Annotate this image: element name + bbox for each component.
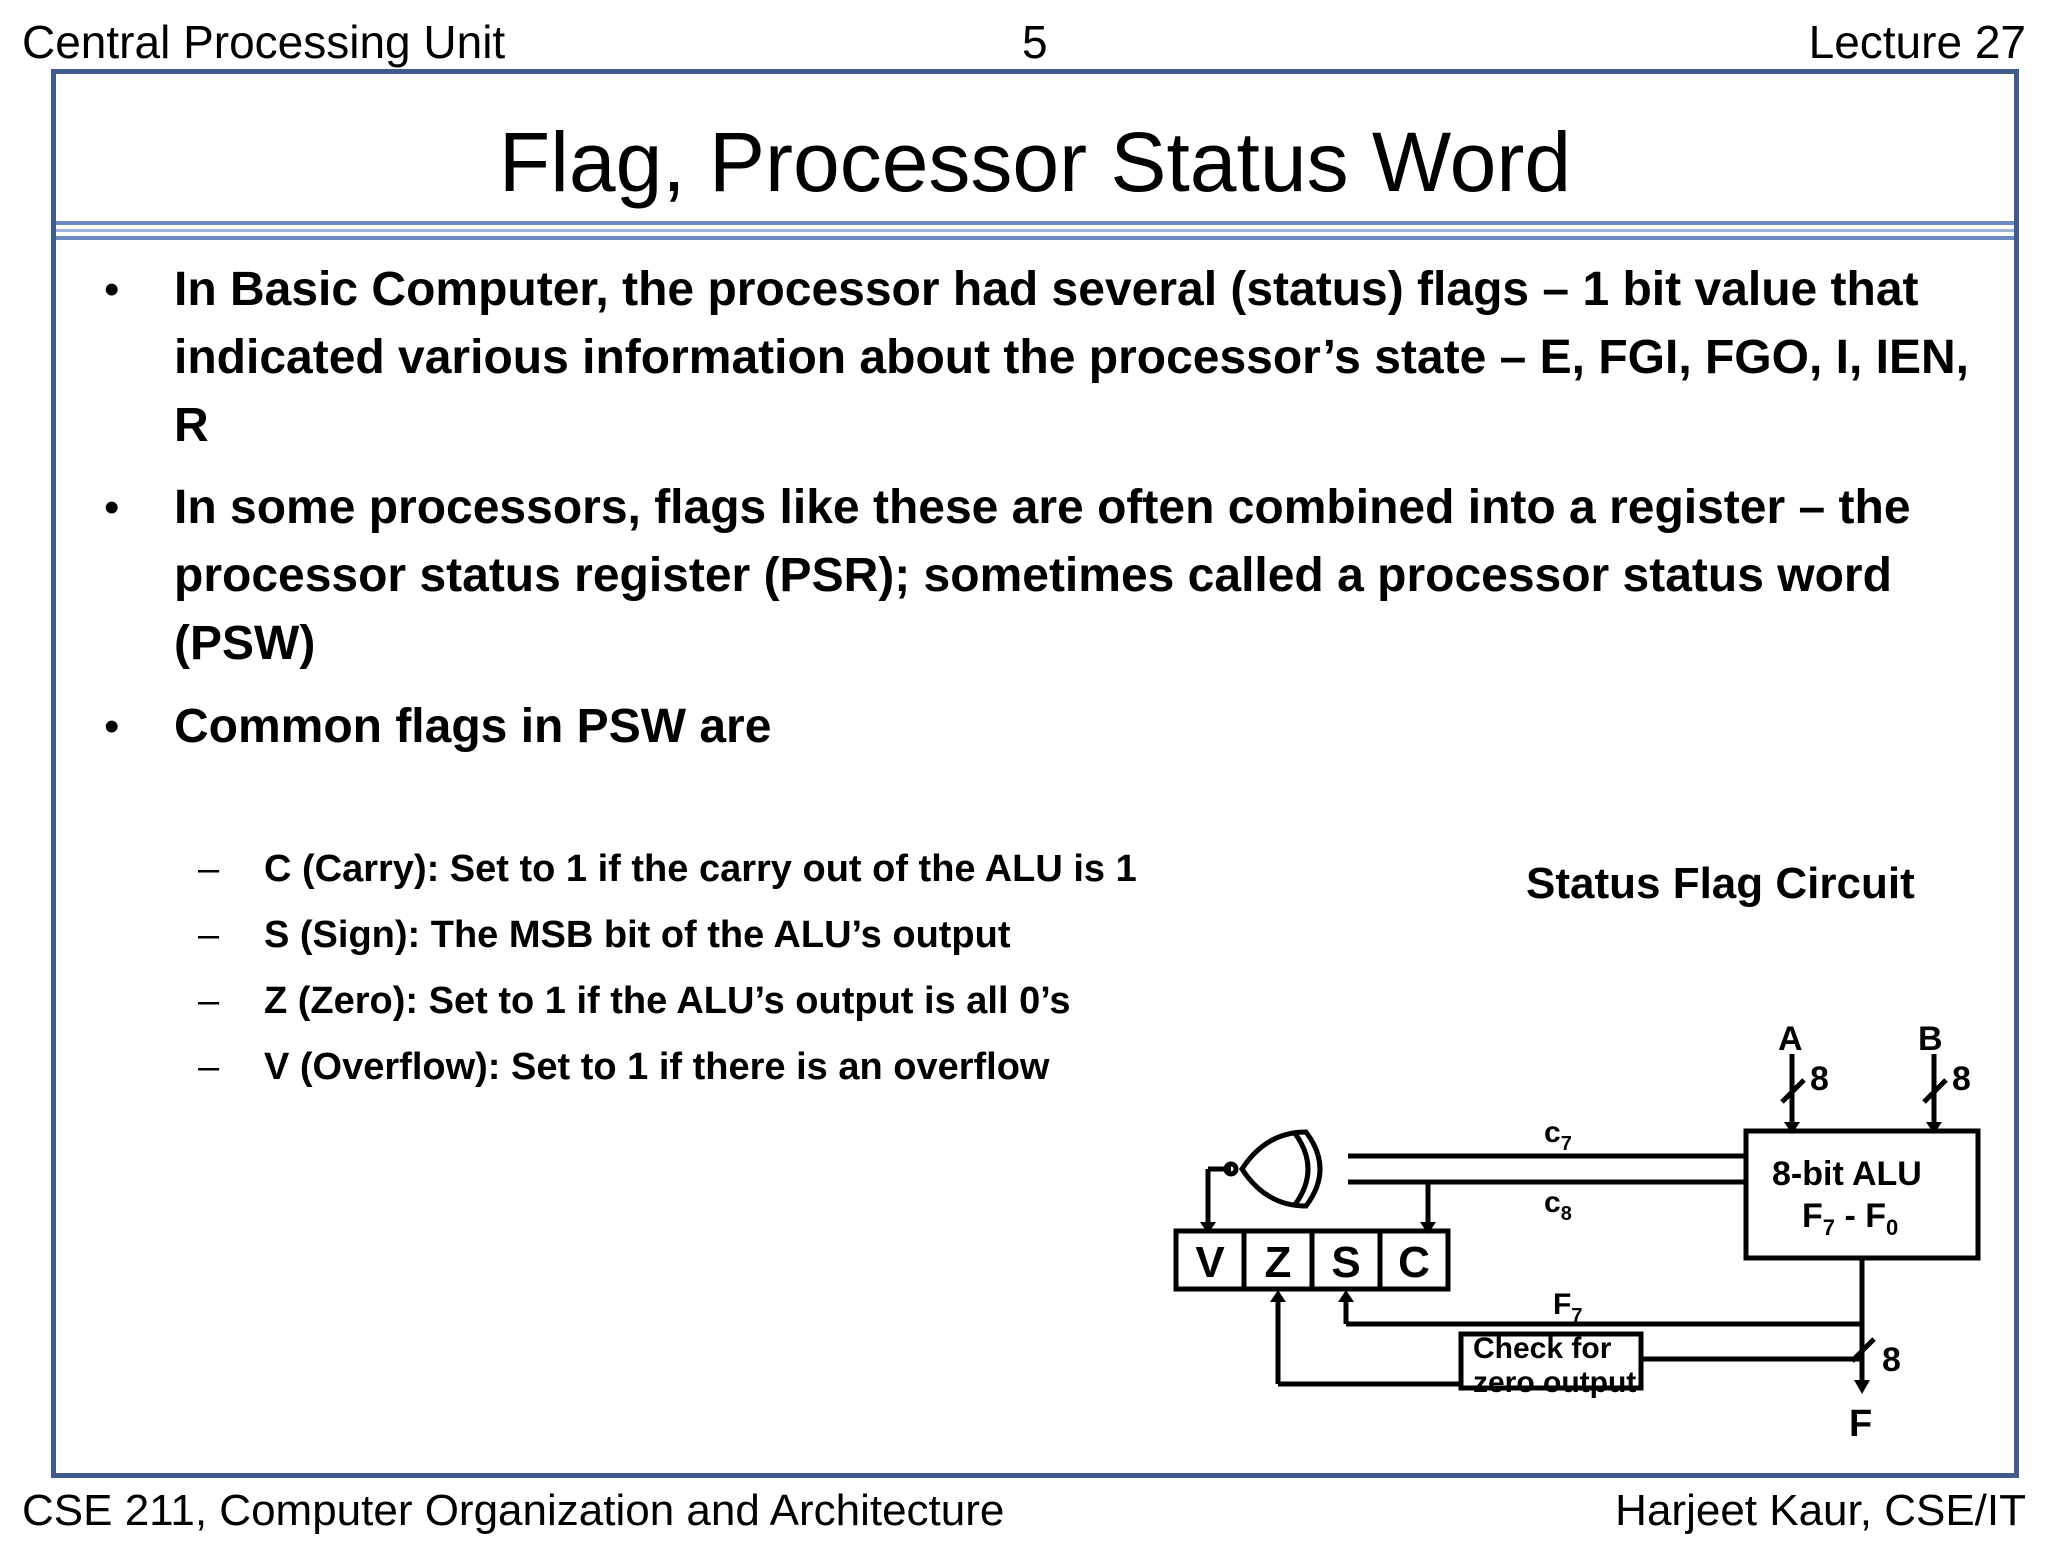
flag-z: Z: [1265, 1238, 1292, 1287]
arrow-to-z: [1270, 1290, 1286, 1302]
c7-label: c7: [1544, 1116, 1572, 1155]
sub-bullet-text: V (Overflow): Set to 1 if there is an ov…: [264, 1046, 1050, 1088]
bullet-item: • Common flags in PSW are: [104, 693, 1974, 761]
header-lecture: Lecture 27: [1808, 16, 2026, 68]
bullet-item: • In Basic Computer, the processor had s…: [104, 256, 1974, 460]
arrow-to-s: [1338, 1290, 1354, 1302]
flag-v: V: [1195, 1238, 1225, 1287]
sub-bullet-text: S (Sign): The MSB bit of the ALU’s outpu…: [264, 914, 1011, 956]
sub-bullet-marker: –: [198, 1046, 220, 1088]
output-f-label: F: [1849, 1403, 1872, 1445]
zero-check-label-2: zero output: [1473, 1366, 1636, 1399]
sub-bullet-item: – C (Carry): Set to 1 if the carry out o…: [198, 844, 1137, 894]
xor-gate-body: [1239, 1129, 1323, 1209]
title-divider: [56, 236, 2014, 240]
arrow-a: [1784, 1122, 1800, 1134]
sub-bullet-text: Z (Zero): Set to 1 if the ALU’s output i…: [264, 980, 1071, 1022]
bullet-text: Common flags in PSW are: [174, 700, 772, 753]
bullet-marker: •: [104, 265, 120, 314]
zero-check-label-1: Check for: [1473, 1332, 1612, 1365]
flag-s: S: [1331, 1238, 1360, 1287]
footer-course: CSE 211, Computer Organization and Archi…: [22, 1486, 1005, 1535]
arrow-b: [1926, 1122, 1942, 1134]
footer-author: Harjeet Kaur, CSE/IT: [1615, 1486, 2026, 1535]
bus-a-slash: [1780, 1078, 1806, 1104]
sub-bullet-marker: –: [198, 914, 220, 956]
sub-bullet-marker: –: [198, 848, 220, 890]
flag-c: C: [1398, 1238, 1430, 1287]
input-a-label: A: [1778, 1020, 1803, 1058]
sub-bullet-item: – S (Sign): The MSB bit of the ALU’s out…: [198, 910, 1011, 960]
sub-bullet-item: – Z (Zero): Set to 1 if the ALU’s output…: [198, 976, 1071, 1026]
header-course-topic: Central Processing Unit: [22, 16, 506, 68]
alu-box: [1743, 1128, 1981, 1261]
slide-title: Flag, Processor Status Word: [498, 115, 1572, 209]
slide-header: Central Processing Unit 5 Lecture 27: [22, 14, 2026, 70]
f7-label: F7: [1553, 1288, 1582, 1327]
arrow-to-v: [1200, 1222, 1216, 1234]
sub-bullet-item: – V (Overflow): Set to 1 if there is an …: [198, 1042, 1050, 1092]
bullet-marker: •: [104, 702, 120, 751]
arrow-output: [1854, 1380, 1870, 1394]
bullet-marker: •: [104, 483, 120, 532]
bus-b-slash: [1922, 1078, 1948, 1104]
alu-label: 8-bit ALU: [1772, 1155, 1922, 1193]
sub-bullet-text: C (Carry): Set to 1 if the carry out of …: [264, 848, 1137, 890]
title-divider: [56, 221, 2014, 225]
bullet-item: • In some processors, flags like these a…: [104, 474, 1974, 678]
output-bus-width: 8: [1882, 1341, 1901, 1379]
slide-frame: Flag, Processor Status Word • In Basic C…: [51, 69, 2019, 1478]
xor-gate-input-curve: [1291, 1130, 1311, 1208]
alu-output-label: F7 - F0: [1802, 1197, 1898, 1240]
slide-footer: CSE 211, Computer Organization and Archi…: [22, 1486, 2026, 1542]
header-page-number: 5: [1022, 16, 1048, 68]
sub-bullet-marker: –: [198, 980, 220, 1022]
circuit-title: Status Flag Circuit: [1526, 859, 1915, 908]
bullet-text: In Basic Computer, the processor had sev…: [174, 263, 1970, 452]
bus-b-width: 8: [1952, 1060, 1971, 1098]
title-divider: [56, 229, 2014, 232]
c8-label: c8: [1544, 1186, 1572, 1225]
input-b-label: B: [1918, 1020, 1943, 1058]
status-flag-circuit-diagram: A B 8 8 8 8-bit ALU F7 - F0 c7 c8 F7 V Z…: [1173, 1020, 1981, 1445]
arrow-to-c: [1420, 1222, 1436, 1234]
bullet-text: In some processors, flags like these are…: [174, 481, 1911, 670]
bus-a-width: 8: [1810, 1060, 1829, 1098]
zero-check-box: [1458, 1331, 1644, 1391]
